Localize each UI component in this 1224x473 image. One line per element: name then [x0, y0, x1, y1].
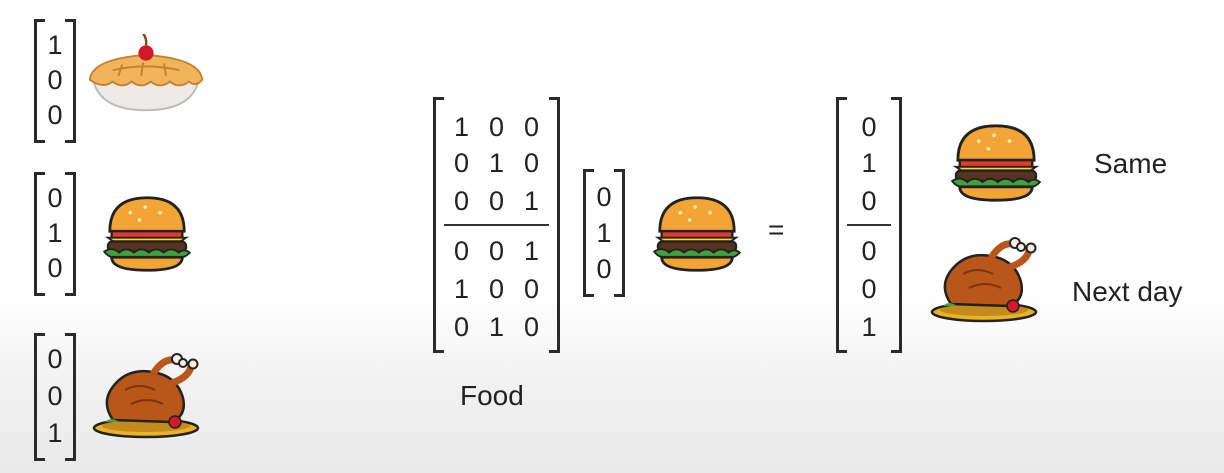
matrix-entry: 0: [489, 236, 505, 266]
result-vector: 0 1 0 0 0 1: [836, 97, 902, 353]
matrix-entry: 1: [489, 148, 505, 178]
burger-icon: [100, 194, 194, 274]
vector-entry: 0: [47, 381, 63, 411]
matrix-entry: 1: [454, 274, 470, 304]
vector-entry: 0: [861, 236, 877, 266]
vector-entry: 0: [47, 65, 63, 95]
chicken-icon: [90, 350, 202, 440]
vector-pie: 1 0 0: [34, 19, 76, 143]
vector-entry: 0: [47, 344, 63, 374]
burger-icon: [650, 194, 744, 274]
matrix-entry: 0: [454, 312, 470, 342]
vector-entry: 0: [47, 100, 63, 130]
equals-sign: =: [768, 214, 785, 245]
matrix-entry: 0: [454, 148, 470, 178]
matrix-entry: 1: [454, 112, 470, 142]
matrix-entry: 0: [524, 274, 540, 304]
same-label: Same: [1094, 148, 1168, 179]
vector-entry: 1: [596, 218, 612, 248]
matrix-entry: 0: [524, 312, 540, 342]
input-vector: 0 1 0: [583, 169, 625, 297]
matrix-entry: 0: [454, 236, 470, 266]
matrix-entry: 0: [524, 148, 540, 178]
matrix-separator: [444, 224, 549, 226]
vector-entry: 1: [47, 218, 63, 248]
vector-entry: 1: [47, 30, 63, 60]
vector-entry: 0: [596, 254, 612, 284]
matrix-entry: 0: [489, 274, 505, 304]
matrix-entry: 0: [489, 186, 505, 216]
matrix-entry: 0: [524, 112, 540, 142]
vector-entry: 0: [47, 183, 63, 213]
vector-entry: 1: [47, 418, 63, 448]
vector-burger: 0 1 0: [34, 172, 76, 296]
next-day-label: Next day: [1072, 276, 1183, 307]
pie-icon: [84, 34, 208, 114]
vector-separator: [847, 224, 891, 226]
matrix-entry: 1: [489, 312, 505, 342]
vector-chicken: 0 0 1: [34, 333, 76, 461]
matrix-entry: 0: [454, 186, 470, 216]
vector-entry: 0: [861, 274, 877, 304]
vector-entry: 0: [861, 112, 877, 142]
matrix-entry: 1: [524, 186, 540, 216]
matrix-caption: Food: [460, 380, 524, 411]
vector-entry: 0: [861, 186, 877, 216]
chicken-icon: [928, 234, 1040, 324]
food-matrix: 1 0 0 0 1 0 0 0 1 0 0 1 1 0 0 0 1 0: [433, 97, 560, 353]
matrix-entry: 0: [489, 112, 505, 142]
vector-entry: 1: [861, 148, 877, 178]
vector-entry: 0: [596, 182, 612, 212]
vector-entry: 1: [861, 312, 877, 342]
matrix-entry: 1: [524, 236, 540, 266]
burger-icon: [948, 122, 1044, 204]
vector-entry: 0: [47, 253, 63, 283]
